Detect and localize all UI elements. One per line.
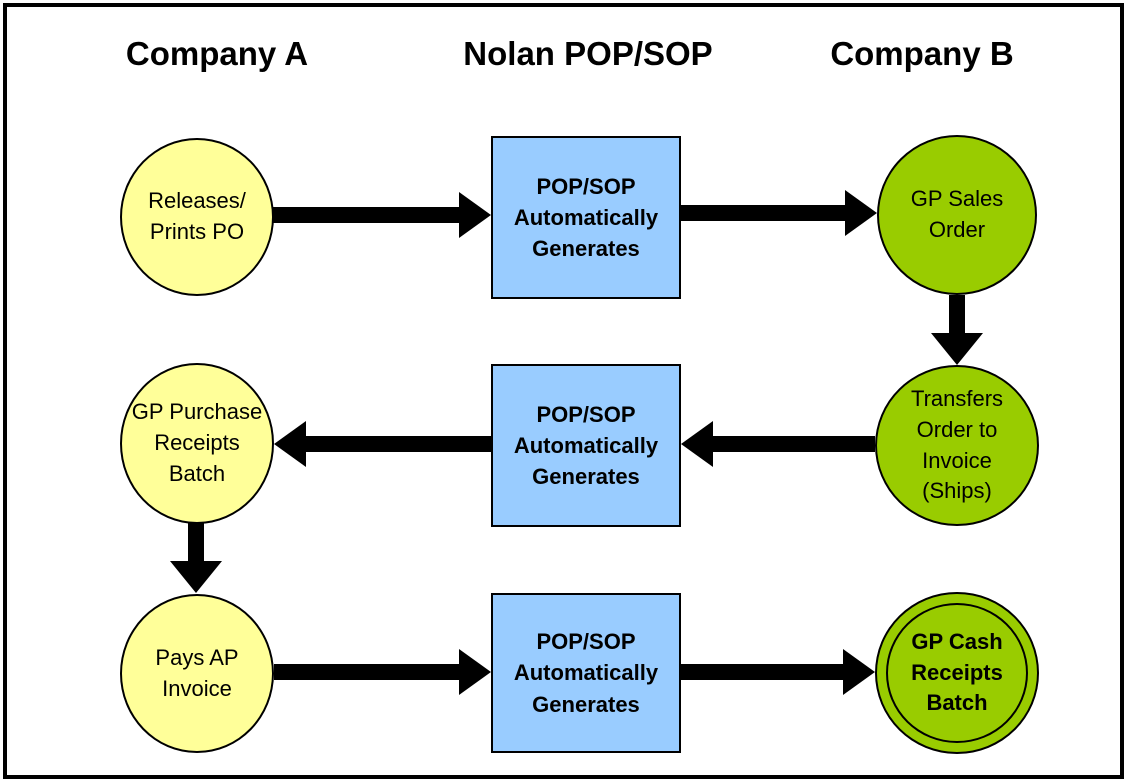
connector-gp-sales-to-transfers [931,295,983,365]
arrow-shaft [274,664,460,680]
node-pays-ap-invoice: Pays AP Invoice [120,594,274,753]
process-box-2: POP/SOP Automatically Generates [491,364,681,527]
arrow-right-icon [843,649,875,695]
node-gp-cash-receipts-batch: GP Cash Receipts Batch [875,592,1039,754]
arrow-shaft [273,207,460,223]
arrow-shaft [681,664,844,680]
connector-process2-to-gp-purchase [274,421,491,467]
column-header-company-b: Company B [830,35,1014,72]
connector-pays-ap-to-process3 [274,649,491,695]
connector-releases-to-process1 [273,192,491,238]
diagram-border-frame [3,3,1124,779]
process-box-1: POP/SOP Automatically Generates [491,136,681,299]
arrow-right-icon [459,649,491,695]
connector-transfers-to-process2 [681,421,875,467]
arrow-shaft [188,523,204,563]
arrow-left-icon [274,421,306,467]
node-releases-prints-po: Releases/ Prints PO [120,138,274,296]
column-header-company-a: Company A [125,35,309,72]
arrow-shaft [712,436,875,452]
arrow-left-icon [681,421,713,467]
node-gp-sales-order: GP Sales Order [877,135,1037,295]
gp-cash-receipts-label: GP Cash Receipts Batch [911,628,1003,716]
connector-process1-to-gp-sales [681,190,877,236]
arrow-shaft [949,295,965,335]
process-box-3: POP/SOP Automatically Generates [491,593,681,753]
arrow-down-icon [170,561,222,593]
double-border-ring [886,603,1028,743]
arrow-down-icon [931,333,983,365]
arrow-shaft [681,205,846,221]
arrow-shaft [305,436,491,452]
arrow-right-icon [845,190,877,236]
node-gp-purchase-receipts-batch: GP Purchase Receipts Batch [120,363,274,524]
node-transfers-order-to-invoice: Transfers Order to Invoice (Ships) [875,365,1039,526]
arrow-right-icon [459,192,491,238]
connector-gp-purchase-to-pays-ap [170,523,222,593]
column-header-nolan-pop-sop: Nolan POP/SOP [463,35,713,72]
connector-process3-to-gp-cash [681,649,875,695]
